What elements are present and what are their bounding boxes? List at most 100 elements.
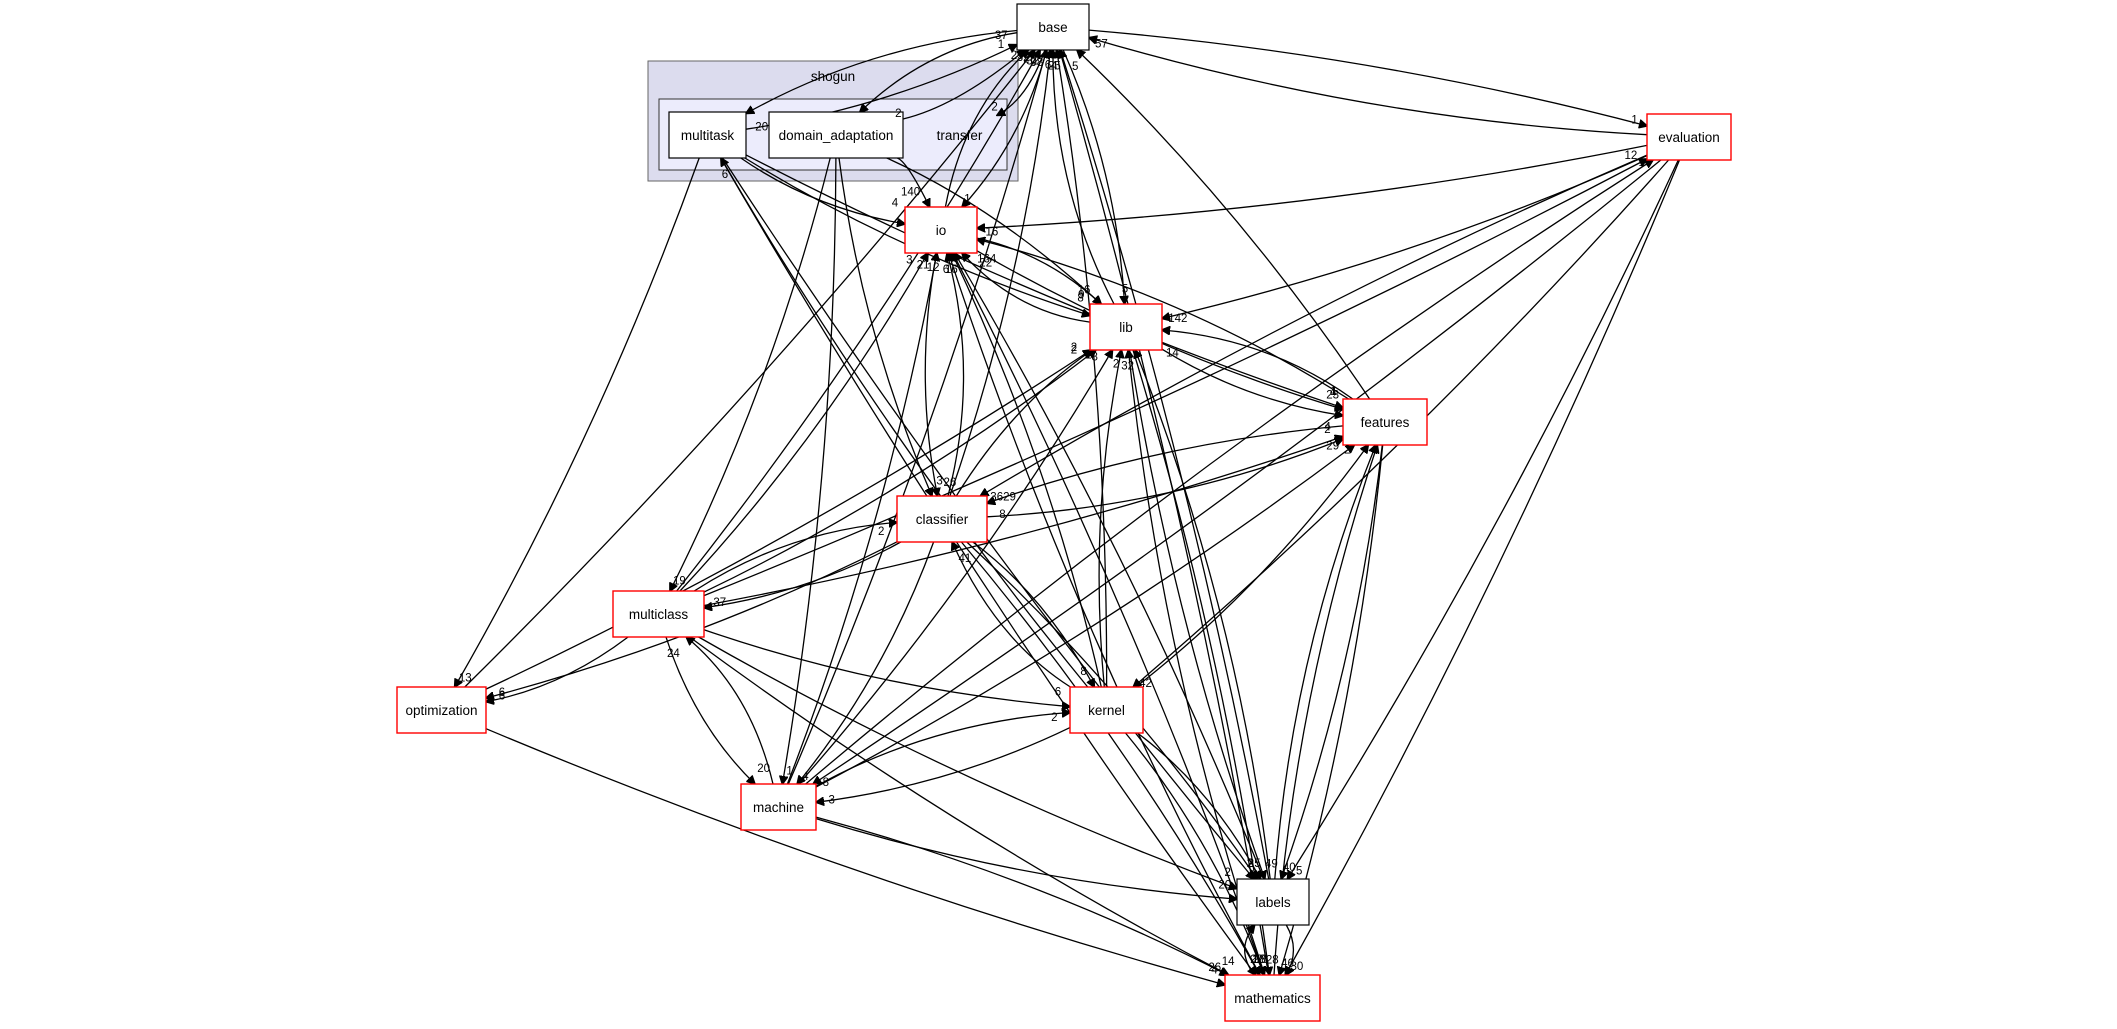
- node-labels[interactable]: labels: [1236, 878, 1310, 926]
- edge-evaluation-to-classifier[interactable]: [980, 154, 1648, 496]
- edge-domain_adaptation-to-lib[interactable]: [886, 157, 1101, 304]
- edge-machine-to-evaluation[interactable]: [805, 160, 1653, 785]
- edge-machine-to-mathematics[interactable]: [815, 816, 1228, 975]
- edge-labels-to-lib[interactable]: [1135, 350, 1271, 880]
- edge-multitask-to-features[interactable]: [745, 154, 1343, 408]
- node-transfer[interactable]: transfer: [937, 128, 983, 143]
- edge-multitask-to-optimization[interactable]: [455, 157, 700, 687]
- edge-evaluation-to-machine[interactable]: [813, 159, 1662, 784]
- edge-kernel-to-features[interactable]: [1135, 445, 1368, 688]
- edge-io-to-classifier[interactable]: [924, 252, 937, 496]
- edge-multiclass-to-kernel[interactable]: [703, 629, 1070, 707]
- node-optimization-box: [396, 686, 487, 734]
- edge-features-to-labels[interactable]: [1281, 444, 1383, 879]
- edge-machine-to-io[interactable]: [786, 253, 936, 785]
- edge-base-to-evaluation[interactable]: [1088, 29, 1647, 126]
- edge-labels-to-mathematics[interactable]: [1286, 924, 1295, 975]
- edge-kernel-to-base[interactable]: [1057, 50, 1108, 688]
- edge-evaluation-to-io[interactable]: [977, 144, 1648, 228]
- edge-multiclass-to-classifier[interactable]: [693, 522, 897, 592]
- edge-classifier-to-machine[interactable]: [797, 541, 935, 784]
- edge-count-label: 4: [802, 771, 809, 783]
- edge-lib-to-features[interactable]: [1161, 348, 1343, 415]
- edge-machine-to-base[interactable]: [787, 50, 1046, 785]
- edge-features-to-io[interactable]: [977, 239, 1349, 400]
- node-base[interactable]: base: [1016, 3, 1090, 51]
- edge-optimization-to-base[interactable]: [464, 50, 1035, 688]
- node-lib[interactable]: lib: [1089, 303, 1163, 351]
- edge-domain_adaptation-to-io[interactable]: [896, 157, 929, 207]
- edge-multitask-to-mathematics[interactable]: [720, 157, 1256, 975]
- edge-machine-to-kernel[interactable]: [815, 713, 1070, 787]
- edge-classifier-to-mathematics[interactable]: [960, 541, 1259, 975]
- edge-kernel-to-machine[interactable]: [816, 727, 1071, 803]
- edge-mathematics-to-base[interactable]: [1060, 50, 1270, 976]
- cluster-shogun[interactable]: shogun: [647, 60, 1019, 182]
- edge-lib-to-base[interactable]: [1053, 50, 1115, 305]
- node-io[interactable]: io: [904, 206, 978, 254]
- edge-count-label: 164: [977, 254, 997, 266]
- edge-multiclass-to-mathematics[interactable]: [689, 636, 1229, 975]
- edge-evaluation-to-labels[interactable]: [1288, 159, 1679, 879]
- node-features[interactable]: features: [1342, 398, 1428, 446]
- node-multitask-label: multitask: [681, 128, 735, 143]
- edge-multiclass-to-lib[interactable]: [703, 350, 1096, 593]
- edge-kernel-to-multitask[interactable]: [721, 158, 1089, 688]
- edge-kernel-to-lib[interactable]: [1098, 350, 1121, 688]
- edge-kernel-to-mathematics[interactable]: [1124, 732, 1264, 975]
- edge-mathematics-to-io[interactable]: [949, 253, 1261, 976]
- edge-base-to-transfer[interactable]: [997, 49, 1046, 115]
- edge-features-to-base[interactable]: [1077, 50, 1371, 400]
- edge-labels-to-base[interactable]: [1060, 50, 1270, 880]
- edge-count-label: 1: [998, 39, 1004, 51]
- edge-count-label: 1: [1085, 350, 1091, 362]
- node-evaluation[interactable]: evaluation: [1646, 113, 1732, 161]
- node-mathematics[interactable]: mathematics: [1224, 974, 1321, 1022]
- edge-base-to-domain_adaptation[interactable]: [860, 32, 1018, 112]
- edge-lib-to-io[interactable]: [962, 253, 1091, 323]
- edge-multiclass-to-machine[interactable]: [665, 636, 755, 784]
- edge-multiclass-to-labels[interactable]: [698, 636, 1237, 889]
- edge-optimization-to-mathematics[interactable]: [485, 728, 1225, 985]
- edge-multiclass-to-base[interactable]: [676, 50, 1040, 592]
- node-multiclass-box: [612, 590, 705, 638]
- edge-mathematics-to-labels[interactable]: [1244, 925, 1255, 976]
- edge-labels-to-features[interactable]: [1274, 445, 1376, 880]
- edge-lib-to-labels[interactable]: [1128, 349, 1265, 879]
- node-machine[interactable]: machine: [740, 783, 817, 831]
- edge-evaluation-to-mathematics[interactable]: [1285, 159, 1681, 975]
- edge-multiclass-to-optimization[interactable]: [486, 636, 629, 702]
- edge-optimization-to-lib[interactable]: [485, 350, 1091, 690]
- edge-features-to-lib[interactable]: [1162, 330, 1354, 400]
- edge-domain_adaptation-to-classifier[interactable]: [838, 157, 932, 496]
- edge-features-to-classifier[interactable]: [987, 425, 1344, 503]
- node-kernel[interactable]: kernel: [1069, 686, 1144, 734]
- node-optimization[interactable]: optimization: [396, 686, 487, 734]
- edge-count-label: 20: [755, 121, 768, 133]
- edge-machine-to-lib[interactable]: [798, 350, 1113, 785]
- node-multitask[interactable]: multitask: [668, 111, 747, 159]
- node-classifier[interactable]: classifier: [896, 495, 988, 543]
- edge-classifier-to-kernel[interactable]: [972, 541, 1094, 687]
- edge-classifier-to-base[interactable]: [949, 50, 1051, 497]
- edge-machine-to-multiclass[interactable]: [686, 637, 774, 785]
- edge-domain_adaptation-to-machine[interactable]: [782, 157, 837, 784]
- edge-classifier-to-io[interactable]: [947, 253, 965, 497]
- edge-machine-to-labels[interactable]: [815, 817, 1237, 900]
- edge-io-to-base[interactable]: [944, 50, 1028, 208]
- edge-base-to-multitask[interactable]: [746, 29, 1018, 114]
- edge-multiclass-to-evaluation[interactable]: [703, 159, 1647, 597]
- edge-multiclass-to-io[interactable]: [679, 253, 928, 592]
- edge-kernel-to-io[interactable]: [952, 253, 1102, 688]
- edge-kernel-to-classifier[interactable]: [952, 542, 1071, 688]
- edge-classifier-to-multiclass[interactable]: [704, 541, 902, 608]
- node-multiclass[interactable]: multiclass: [612, 590, 705, 638]
- edge-labels-to-io[interactable]: [955, 253, 1265, 880]
- edge-multiclass-to-features[interactable]: [703, 437, 1343, 607]
- edge-domain_adaptation-to-multiclass[interactable]: [670, 157, 831, 591]
- edge-evaluation-to-base[interactable]: [1089, 38, 1648, 136]
- node-domain-adaptation[interactable]: domain_adaptation: [768, 111, 904, 159]
- edge-base-to-lib[interactable]: [1062, 49, 1124, 304]
- edge-evaluation-to-lib[interactable]: [1162, 155, 1648, 319]
- edge-domain_adaptation-to-base[interactable]: [902, 50, 1025, 120]
